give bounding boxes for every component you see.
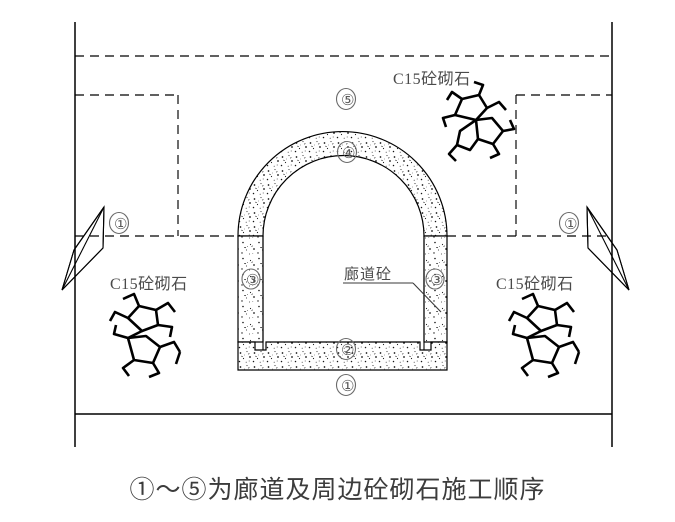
sequence-mark-4-arch: ④ (342, 144, 356, 162)
masonry-symbol-bottom-left (108, 292, 182, 379)
gallery-arch-ring (237, 130, 448, 237)
break-symbol-left (61, 205, 105, 291)
label-c15-masonry-bottom-left: C15砼砌石 (110, 276, 188, 293)
sequence-mark-1-right: ① (564, 215, 578, 233)
gallery-inner-void-outline (262, 236, 425, 350)
sequence-mark-1-left: ① (114, 215, 128, 233)
frame-lines (74, 22, 613, 447)
gallery-base-slab (237, 341, 448, 371)
sequence-mark-1-bottom: ① (341, 377, 355, 395)
gallery-concrete-leader (343, 282, 442, 313)
sequence-mark-2-base: ② (341, 341, 355, 359)
label-c15-masonry-bottom-right: C15砼砌石 (496, 276, 574, 293)
masonry-symbol-top-right (441, 80, 516, 162)
label-gallery-concrete: 廊道砼 (344, 267, 393, 283)
sequence-mark-5-top: ⑤ (341, 91, 355, 109)
dashed-construction-lines (75, 55, 612, 237)
masonry-symbol-bottom-right (507, 292, 581, 379)
sequence-mark-3-left-wall: ③ (246, 271, 260, 289)
sequence-mark-3-right-wall: ③ (430, 271, 444, 289)
label-c15-masonry-top-right: C15砼砌石 (393, 71, 471, 88)
sequence-circles (108, 87, 580, 397)
drawing-caption: ①～⑤为廊道及周边砼砌石施工顺序 (129, 477, 546, 504)
break-symbol-right (586, 205, 630, 291)
